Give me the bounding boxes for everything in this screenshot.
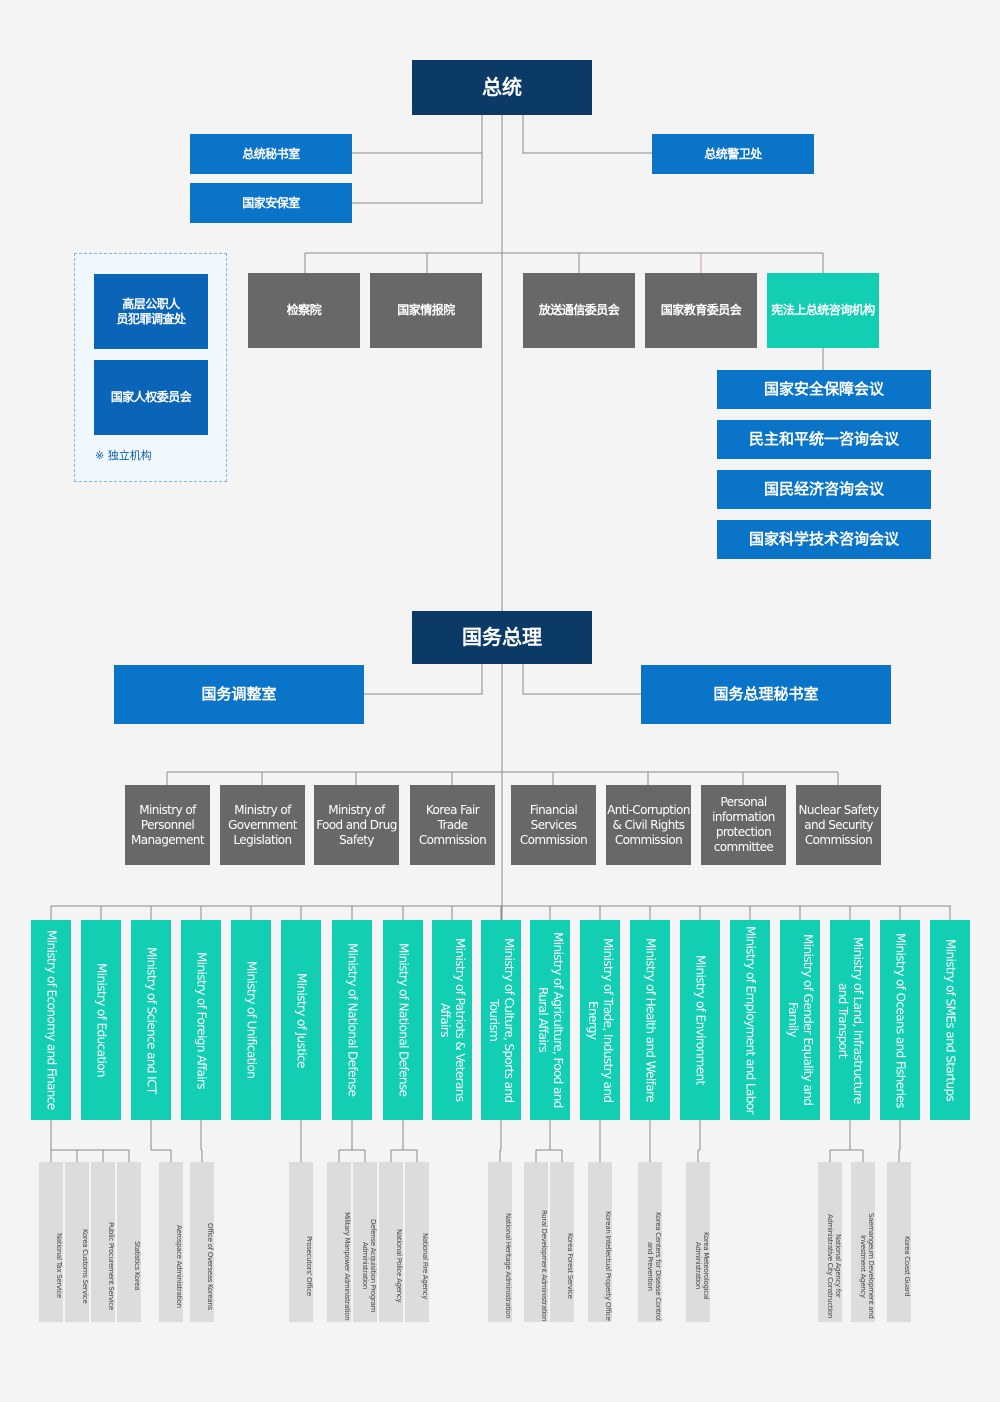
ministry-5: Ministry of Justice [281, 920, 321, 1120]
ministry-17: Ministry of Oceans and Fisheries [880, 920, 920, 1120]
president-box: 总统 [412, 60, 592, 115]
sub-agency-9: National Police Agency [379, 1162, 403, 1322]
human-rights-commission-box: 国家人权委员会 [94, 360, 208, 435]
ministry-8: Ministry of Patriots & Veterans Affairs [432, 920, 472, 1120]
sub-agency-19: Korea Coast Guard [887, 1162, 911, 1322]
prime-minister-box: 国务总理 [412, 611, 592, 664]
sub-agency-2: Public Procurement Service [91, 1162, 115, 1322]
sub-agency-12: Rural Development Administration [524, 1162, 548, 1322]
ministry-9: Ministry of Culture, Sports and Tourism [481, 920, 521, 1120]
ministry-0: Ministry of Economy and Finance [31, 920, 71, 1120]
presidential-secretariat-box: 总统秘书室 [190, 134, 352, 174]
sub-agency-11: National Heritage Administration [488, 1162, 512, 1322]
presidential-security-service-box: 总统警卫处 [652, 134, 814, 174]
pm-agency-1: Ministry of Government Legislation [220, 785, 305, 865]
ministry-16: Ministry of Land, Infrastructure and Tra… [830, 920, 870, 1120]
sub-agency-1: Korea Customs Service [65, 1162, 89, 1322]
advisory-council-3: 国民经济咨询会议 [717, 470, 931, 509]
sub-agency-15: Korea Centers for Disease Control and Pr… [638, 1162, 662, 1322]
pm-secretariat-box: 国务总理秘书室 [641, 665, 891, 724]
advisory-council-2: 民主和平统一咨询会议 [717, 420, 931, 459]
agency-nis: 国家情报院 [370, 273, 482, 348]
agency-kcc: 放送通信委员会 [523, 273, 635, 348]
sub-agency-14: Korean Intellectual Property Office [588, 1162, 612, 1322]
national-security-office-box: 国家安保室 [190, 183, 352, 223]
advisory-council-4: 国家科学技术咨询会议 [717, 520, 931, 559]
agency-education-committee: 国家教育委员会 [645, 273, 757, 348]
pm-agency-2: Ministry of Food and Drug Safety [314, 785, 399, 865]
ministry-13: Ministry of Environment [680, 920, 720, 1120]
advisory-council-1: 国家安全保障会议 [717, 370, 931, 409]
agency-advisory-bodies: 宪法上总统咨询机构 [767, 273, 879, 348]
ministry-12: Ministry of Health and Welfare [630, 920, 670, 1120]
sub-agency-8: Defense Acquisition Program Administrati… [353, 1162, 377, 1322]
ministry-10: Ministry of Agriculture, Food and Rural … [530, 920, 570, 1120]
sub-agency-10: National Fire Agency [405, 1162, 429, 1322]
ministry-3: Ministry of Foreign Affairs [181, 920, 221, 1120]
ministry-7: Ministry of National Defense [383, 920, 423, 1120]
sub-agency-16: Korea Meteorological Administration [686, 1162, 710, 1322]
office-for-government-policy-coordination-box: 国务调整室 [114, 665, 364, 724]
pm-agency-4: Financial Services Commission [511, 785, 596, 865]
sub-agency-17: National Agency for Administrative City … [818, 1162, 842, 1322]
ministry-14: Ministry of Employment and Labor [730, 920, 770, 1120]
sub-agency-3: Statistics Korea [117, 1162, 141, 1322]
agency-prosecution: 检察院 [248, 273, 360, 348]
ministry-18: Ministry of SMEs and Startups [930, 920, 970, 1120]
ministry-15: Ministry of Gender Equality and Family [780, 920, 820, 1120]
pm-agency-6: Personal information protection committe… [701, 785, 786, 865]
sub-agency-18: Saemangeum Development and Investment Ag… [851, 1162, 875, 1322]
sub-agency-5: Office of Overseas Koreans [190, 1162, 214, 1322]
ministry-4: Ministry of Unification [231, 920, 271, 1120]
ministry-11: Ministry of Trade, Industry and Energy [580, 920, 620, 1120]
sub-agency-7: Military Manpower Administration [327, 1162, 351, 1322]
cio-box: 高层公职人 员犯罪调查处 [94, 274, 208, 349]
sub-agency-6: Prosecutors' Office [289, 1162, 313, 1322]
sub-agency-4: Aerospace Administration [159, 1162, 183, 1322]
ministry-6: Ministry of National Defense [332, 920, 372, 1120]
ministry-1: Ministry of Education [81, 920, 121, 1120]
sub-agency-0: National Tax Service [39, 1162, 63, 1322]
ministry-2: Ministry of Science and ICT [131, 920, 171, 1120]
pm-agency-0: Ministry of Personnel Management [125, 785, 210, 865]
pm-agency-3: Korea Fair Trade Commission [410, 785, 495, 865]
pm-agency-5: Anti-Corruption & Civil Rights Commissio… [606, 785, 691, 865]
sub-agency-13: Korea Forest Service [550, 1162, 574, 1322]
independent-note: ※ 独立机构 [95, 449, 152, 462]
pm-agency-7: Nuclear Safety and Security Commission [796, 785, 881, 865]
